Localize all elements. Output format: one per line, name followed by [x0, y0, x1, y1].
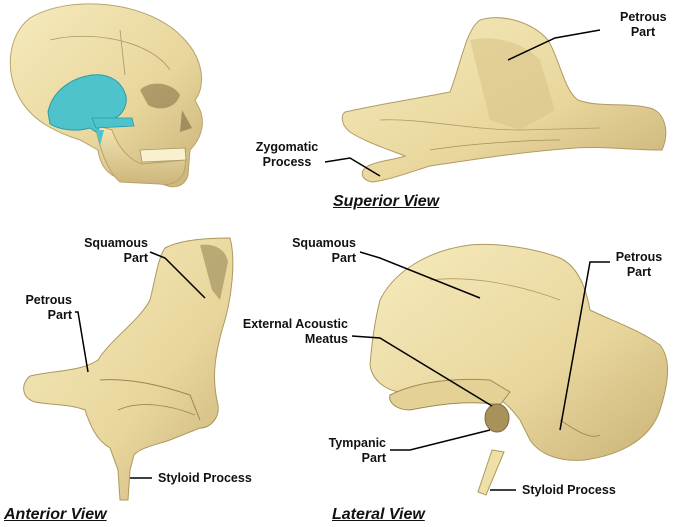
label-lateral-tympanic: Tympanic Part: [318, 436, 386, 466]
label-lateral-squamous: Squamous Part: [280, 236, 356, 266]
teeth: [140, 148, 186, 162]
label-anterior-petrous: Petrous Part: [0, 293, 72, 323]
label-lateral-petrous: Petrous Part: [614, 250, 664, 280]
leader-lateral-tympanic: [390, 430, 490, 450]
label-anterior-squamous: Squamous Part: [68, 236, 148, 266]
label-superior-petrous: Petrous Part: [620, 10, 666, 40]
leader-anterior-petrous: [75, 312, 88, 372]
anterior-view-bone: [24, 238, 233, 500]
superior-view-bone: [342, 18, 666, 182]
title-lateral-view: Lateral View: [332, 506, 425, 524]
label-lateral-styloid: Styloid Process: [522, 483, 616, 498]
lateral-view-bone: [370, 244, 668, 495]
skull-illustration: [10, 4, 202, 187]
title-superior-view: Superior View: [333, 193, 439, 211]
label-lateral-eam: External Acoustic Meatus: [234, 317, 348, 347]
label-superior-zygomatic: Zygomatic Process: [252, 140, 322, 170]
title-anterior-view: Anterior View: [4, 506, 107, 524]
label-anterior-styloid: Styloid Process: [158, 471, 252, 486]
